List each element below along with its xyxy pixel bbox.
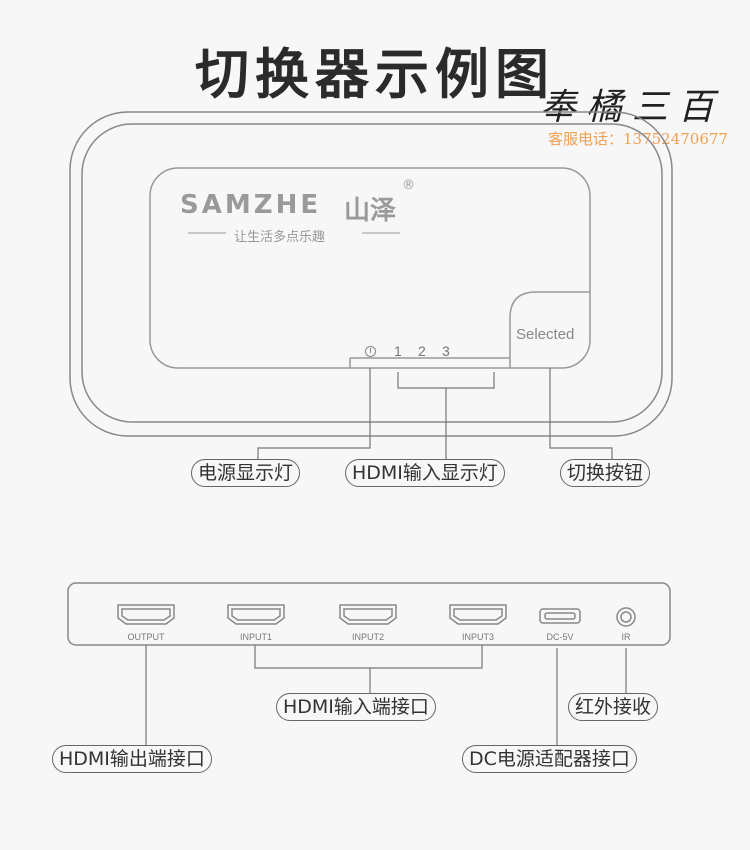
connector-switch (549, 368, 613, 460)
port-label-input1: INPUT1 (239, 632, 272, 642)
callout-hdmi-led: HDMI输入显示灯 (345, 459, 505, 487)
rear-panel (67, 582, 671, 646)
callout-hdmi-output: HDMI输出端接口 (52, 745, 212, 773)
watermark-phone: 客服电话：13752470677 (548, 130, 728, 148)
ir-port (616, 607, 636, 627)
callout-switch-button: 切换按钮 (560, 459, 651, 487)
brand-logo-cn: 山泽 (344, 196, 397, 226)
selected-button-outline (509, 291, 590, 368)
device-outline-outer (69, 111, 673, 437)
brand-logo: SAMZHE (180, 190, 322, 220)
dc-port (539, 608, 581, 624)
device-outline-inner (81, 123, 663, 423)
callout-power-led: 电源显示灯 (191, 459, 301, 487)
port-label-ir: IR (621, 632, 631, 642)
hdmi-port-input2 (339, 604, 397, 625)
hdmi-port-input3 (449, 604, 507, 625)
hdmi-port-output (117, 604, 175, 625)
registered-mark: ® (402, 178, 415, 193)
watermark-brand: 奉橘三百 (540, 87, 725, 128)
selected-button-label: Selected (516, 326, 575, 343)
port-label-input2: INPUT2 (351, 632, 384, 642)
page-title: 切换器示例图 (195, 43, 555, 106)
port-label-input3: INPUT3 (461, 632, 494, 642)
connector-power (257, 368, 371, 460)
callout-hdmi-input: HDMI输入端接口 (276, 693, 436, 721)
port-label-output: OUTPUT (127, 632, 165, 642)
callout-ir-receive: 红外接收 (568, 693, 659, 721)
callout-dc-adapter: DC电源适配器接口 (462, 745, 637, 773)
connector-hdmi-led (397, 372, 495, 460)
led-label-3: 3 (442, 343, 450, 359)
power-icon (365, 346, 376, 357)
hdmi-port-input1 (227, 604, 285, 625)
led-label-1: 1 (394, 343, 402, 359)
port-label-dc: DC-5V (546, 632, 574, 642)
brand-slogan: 让生活多点乐趣 (234, 230, 326, 245)
connector-hdmi-input (254, 645, 483, 694)
led-label-2: 2 (418, 343, 426, 359)
